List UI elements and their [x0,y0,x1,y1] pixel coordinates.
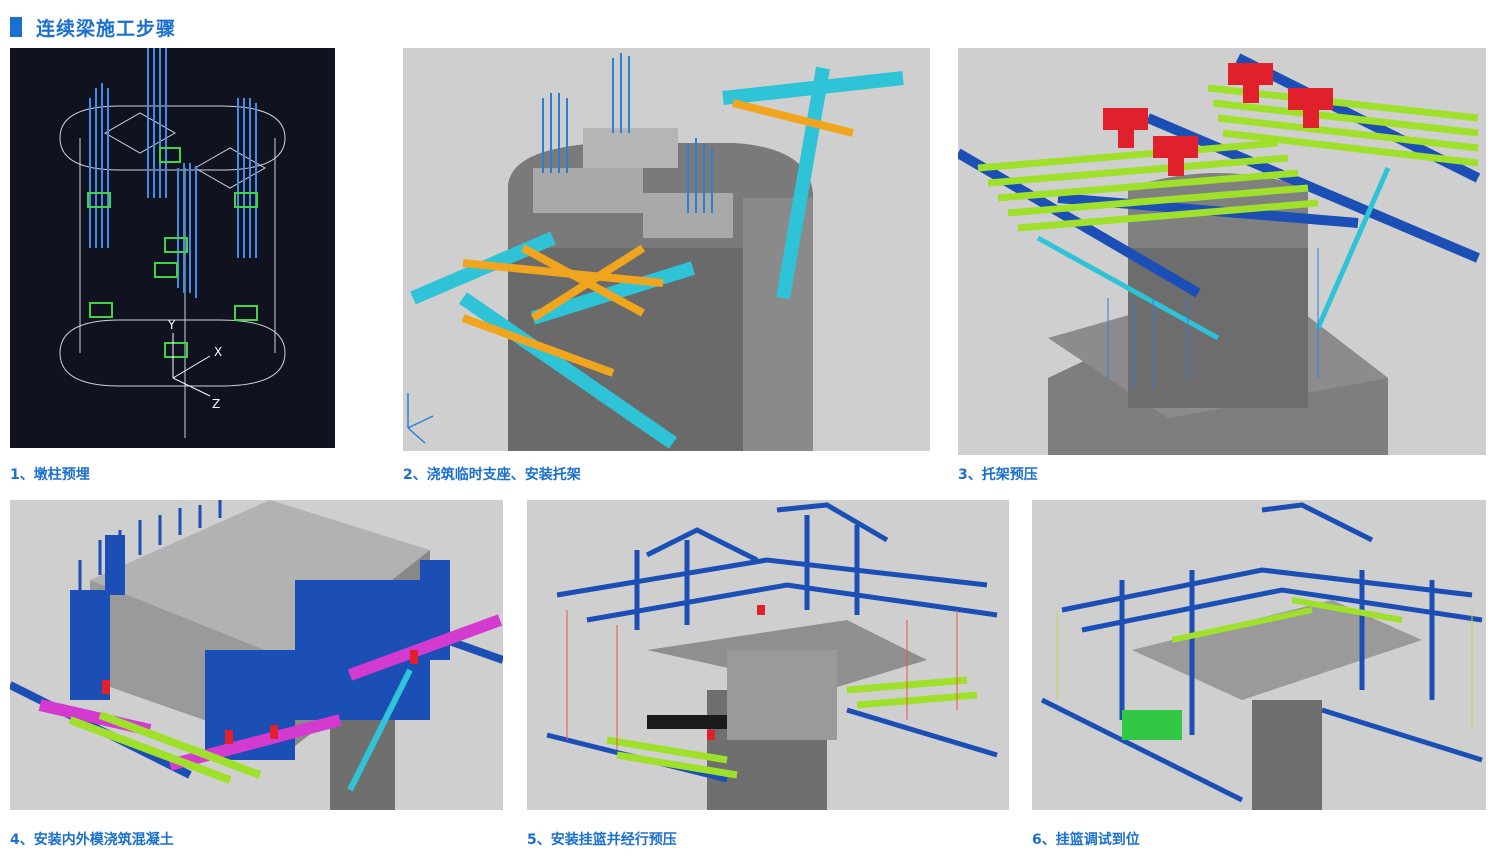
section-header: 连续梁施工步骤 [10,14,176,40]
step-4-image [10,500,503,810]
title-marker [10,17,22,37]
formwork-render [10,500,503,810]
pier-embed-wireframe: Y X Z [59,48,286,438]
step-3-caption: 3、托架预压 [958,467,1038,483]
axis-y-label: Y [167,318,176,332]
axis-x-label: X [214,345,222,359]
step-5-image [527,500,1009,810]
step-4-caption: 4、安装内外模浇筑混凝土 [10,832,174,848]
step-3-image [958,48,1486,455]
form-traveller-render [546,502,998,810]
step-2-caption: 2、浇筑临时支座、安装托架 [403,467,581,483]
step-2-image [403,48,930,451]
step-1-caption: 1、墩柱预埋 [10,467,90,483]
step-6-image [1032,500,1486,810]
step-5-caption: 5、安装挂篮并经行预压 [527,832,677,848]
axis-z-label: Z [212,397,220,411]
page-title: 连续梁施工步骤 [36,17,177,40]
bracket-preload-render [958,53,1481,455]
traveller-adjusted-render [1040,502,1483,810]
step-6-caption: 6、挂篮调试到位 [1032,832,1140,848]
step-1-image: Y X Z [10,48,335,448]
pier-bracket-render [407,53,904,451]
